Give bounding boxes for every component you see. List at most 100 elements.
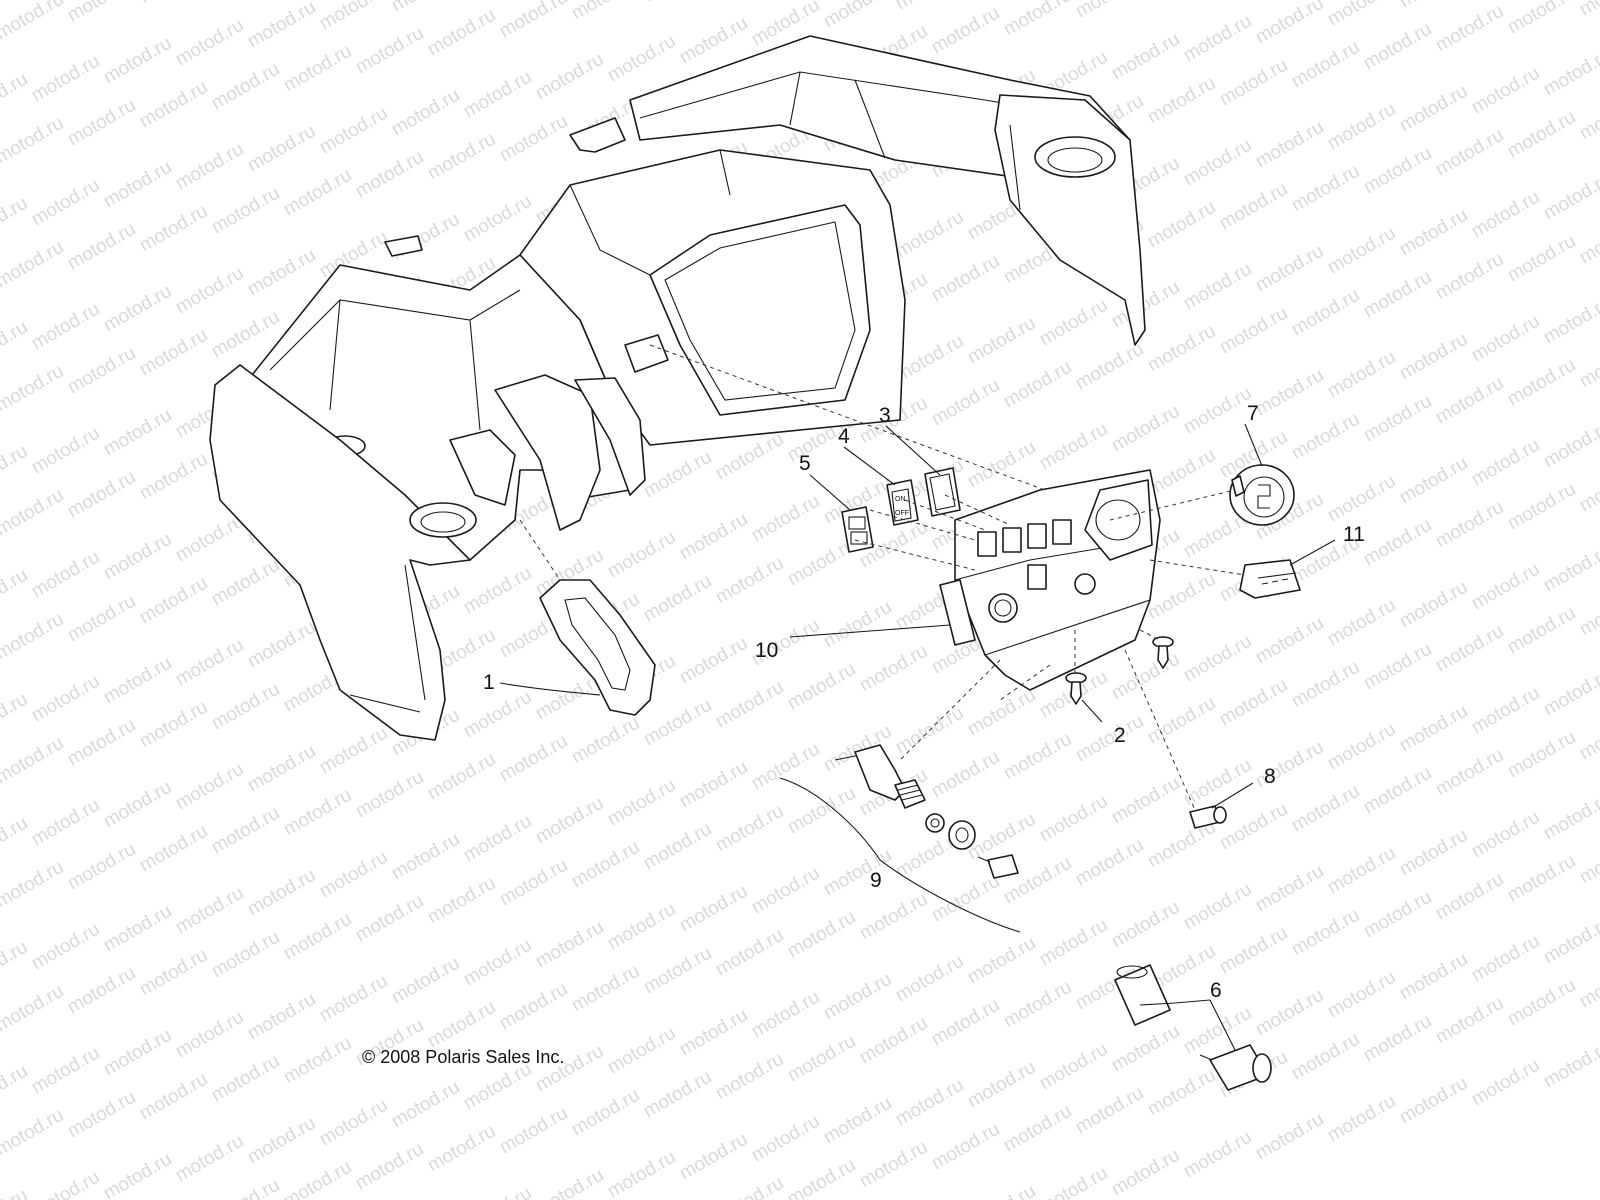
- watermark-text: motod.ru: [244, 1113, 319, 1169]
- watermark-text: motod.ru: [28, 547, 103, 603]
- watermark-text: motod.ru: [748, 863, 823, 919]
- watermark-text: motod.ru: [1432, 373, 1507, 429]
- watermark-text: motod.ru: [568, 0, 643, 24]
- watermark-text: motod.ru: [64, 95, 139, 151]
- watermark-text: motod.ru: [1324, 347, 1399, 403]
- callout-1: 1: [483, 671, 495, 694]
- watermark-text: motod.ru: [388, 953, 463, 1009]
- watermark-text: motod.ru: [208, 59, 283, 115]
- watermark-text: motod.ru: [1576, 709, 1600, 765]
- watermark-text: motod.ru: [964, 1181, 1039, 1200]
- watermark-text: motod.ru: [1540, 293, 1600, 349]
- watermark-text: motod.ru: [1540, 665, 1600, 721]
- watermark-text: motod.ru: [1216, 923, 1291, 979]
- watermark-text: motod.ru: [1288, 905, 1363, 961]
- watermark-text: motod.ru: [64, 591, 139, 647]
- watermark-text: motod.ru: [1000, 357, 1075, 413]
- watermark-text: motod.ru: [0, 813, 31, 869]
- watermark-text: motod.ru: [244, 989, 319, 1045]
- watermark-text: motod.ru: [892, 1075, 967, 1131]
- switch-mark-on: ON: [895, 496, 906, 503]
- watermark-text: motod.ru: [676, 1005, 751, 1061]
- watermark-text: motod.ru: [1504, 479, 1579, 535]
- watermark-text: motod.ru: [892, 951, 967, 1007]
- watermark-text: motod.ru: [1036, 1163, 1111, 1200]
- watermark-text: motod.ru: [1504, 107, 1579, 163]
- watermark-text: motod.ru: [1252, 0, 1327, 48]
- watermark-text: motod.ru: [352, 1139, 427, 1195]
- watermark-text: motod.ru: [1360, 1011, 1435, 1067]
- watermark-text: motod.ru: [64, 963, 139, 1019]
- watermark-text: motod.ru: [1504, 603, 1579, 659]
- watermark-text: motod.ru: [1576, 337, 1600, 393]
- watermark-text: motod.ru: [388, 209, 463, 265]
- watermark-text: motod.ru: [136, 1069, 211, 1125]
- watermark-text: motod.ru: [64, 467, 139, 523]
- watermark-text: motod.ru: [460, 191, 535, 247]
- watermark-text: motod.ru: [244, 121, 319, 177]
- watermark-text: motod.ru: [424, 129, 499, 185]
- watermark-text: motod.ru: [1180, 1127, 1255, 1183]
- watermark-text: motod.ru: [1396, 205, 1471, 261]
- power-outlet: [1114, 964, 1272, 1091]
- watermark-text: motod.ru: [676, 1129, 751, 1185]
- callout-2: 2: [1114, 724, 1126, 747]
- watermark-text: motod.ru: [388, 829, 463, 885]
- watermark-text: motod.ru: [640, 447, 715, 503]
- watermark-text: motod.ru: [0, 361, 67, 417]
- watermark-text: motod.ru: [460, 67, 535, 123]
- watermark-text: motod.ru: [100, 1149, 175, 1200]
- watermark-text: motod.ru: [136, 573, 211, 629]
- push-rivet-lower: [1065, 672, 1087, 705]
- watermark-text: motod.ru: [1468, 435, 1543, 491]
- watermark-text: motod.ru: [496, 731, 571, 787]
- watermark-text: motod.ru: [64, 1087, 139, 1143]
- watermark-text: motod.ru: [208, 1175, 283, 1200]
- watermark-text: motod.ru: [1432, 621, 1507, 677]
- watermark-text: motod.ru: [1360, 887, 1435, 943]
- watermark-text: motod.ru: [28, 299, 103, 355]
- grab-handle: [539, 579, 656, 716]
- watermark-text: motod.ru: [784, 1155, 859, 1200]
- watermark-text: motod.ru: [460, 563, 535, 619]
- watermark-text: motod.ru: [496, 855, 571, 911]
- watermark-text: motod.ru: [1108, 1145, 1183, 1200]
- watermark-text: motod.ru: [1108, 649, 1183, 705]
- watermark-text: motod.ru: [748, 739, 823, 795]
- watermark-text: motod.ru: [100, 157, 175, 213]
- switch-plate-3: [924, 467, 961, 517]
- watermark-text: motod.ru: [604, 899, 679, 955]
- watermark-text: motod.ru: [1180, 11, 1255, 67]
- watermark-text: motod.ru: [568, 713, 643, 769]
- watermark-text: motod.ru: [1360, 143, 1435, 199]
- watermark-text: motod.ru: [136, 821, 211, 877]
- watermark-text: motod.ru: [1468, 311, 1543, 367]
- watermark-text: motod.ru: [316, 847, 391, 903]
- watermark-text: motod.ru: [208, 1051, 283, 1107]
- watermark-text: motod.ru: [0, 565, 31, 621]
- watermark-text: motod.ru: [1252, 613, 1327, 669]
- watermark-text: motod.ru: [1072, 711, 1147, 767]
- watermark-text: motod.ru: [136, 697, 211, 753]
- watermark-text: motod.ru: [964, 313, 1039, 369]
- watermark-text: motod.ru: [136, 449, 211, 505]
- watermark-text: motod.ru: [1180, 879, 1255, 935]
- watermark-text: motod.ru: [1216, 55, 1291, 111]
- watermark-text: motod.ru: [1000, 977, 1075, 1033]
- callout-3: 3: [879, 404, 891, 427]
- watermark-text: motod.ru: [640, 943, 715, 999]
- watermark-text: motod.ru: [316, 971, 391, 1027]
- watermark-text: motod.ru: [1144, 73, 1219, 129]
- watermark-text: motod.ru: [604, 31, 679, 87]
- watermark-text: motod.ru: [1144, 693, 1219, 749]
- watermark-text: motod.ru: [640, 819, 715, 875]
- watermark-text: motod.ru: [136, 325, 211, 381]
- watermark-text: motod.ru: [1396, 1073, 1471, 1129]
- watermark-text: motod.ru: [676, 13, 751, 69]
- watermark-text: motod.ru: [244, 245, 319, 301]
- watermark-text: motod.ru: [424, 1121, 499, 1177]
- watermark-text: motod.ru: [280, 1033, 355, 1089]
- watermark-text: motod.ru: [136, 201, 211, 257]
- watermark-text: motod.ru: [568, 837, 643, 893]
- watermark-text: motod.ru: [1288, 161, 1363, 217]
